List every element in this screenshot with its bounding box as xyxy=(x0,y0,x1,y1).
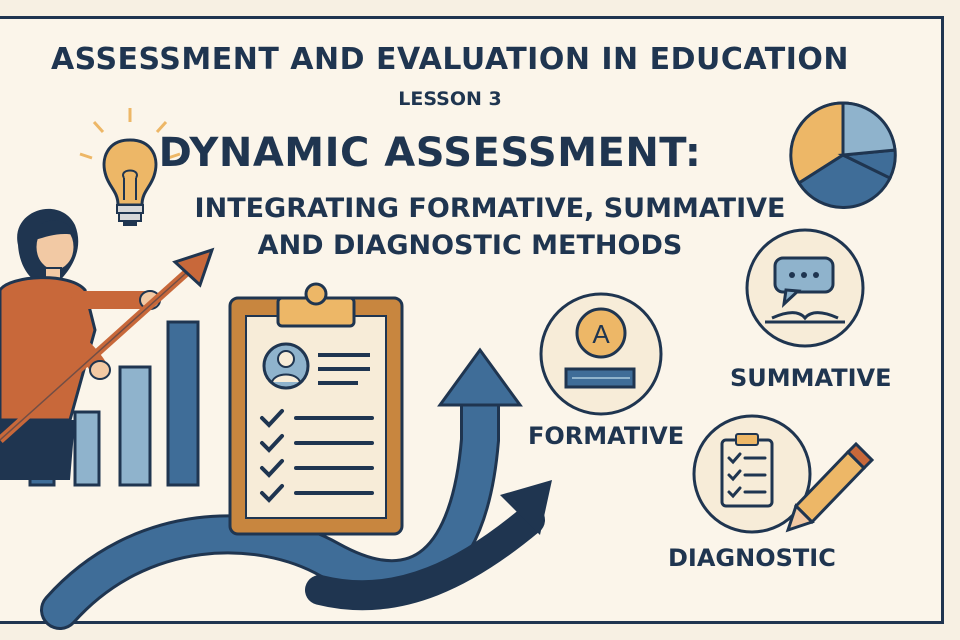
summative-label: SUMMATIVE xyxy=(730,364,892,392)
teacher-figure xyxy=(0,208,215,480)
clipboard-icon xyxy=(228,282,404,536)
book-icon xyxy=(564,367,636,389)
diagnostic-label: DIAGNOSTIC xyxy=(668,544,836,572)
speech-bubble-icon xyxy=(773,256,835,308)
subtitle-line-1: INTEGRATING FORMATIVE, SUMMATIVE xyxy=(194,193,786,224)
growth-arrow-icon xyxy=(40,347,552,630)
main-title: DYNAMIC ASSESSMENT: xyxy=(158,130,702,176)
lesson-label: LESSON 3 xyxy=(398,88,502,110)
pencil-icon xyxy=(785,441,875,533)
formative-label: FORMATIVE xyxy=(528,422,685,450)
subtitle-line-2: AND DIAGNOSTIC METHODS xyxy=(257,230,683,261)
formative-icon xyxy=(539,292,663,416)
pie-chart-icon xyxy=(789,101,897,209)
summative-icon xyxy=(745,228,865,348)
diagnostic-icon xyxy=(692,414,812,534)
lightbulb-icon xyxy=(79,108,181,226)
course-title: ASSESSMENT AND EVALUATION IN EDUCATION xyxy=(50,42,850,77)
